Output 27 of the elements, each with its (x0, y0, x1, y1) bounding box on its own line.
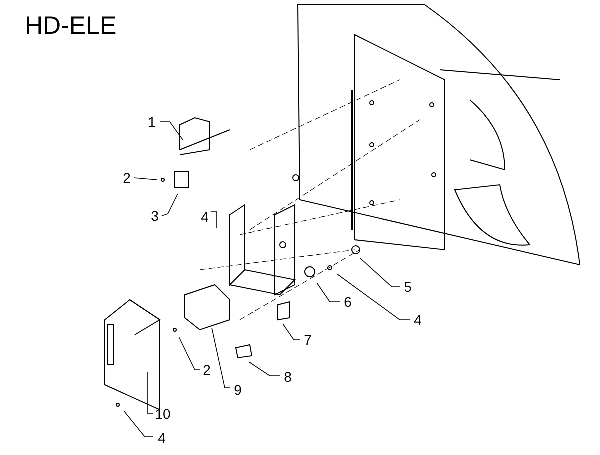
leader-line (178, 336, 200, 370)
callout-number: 8 (284, 369, 292, 385)
title: HD-ELE (25, 12, 117, 41)
leader-line (160, 122, 184, 140)
callout-number: 2 (203, 362, 211, 378)
callout-number: 10 (155, 406, 171, 422)
callout-number: 4 (201, 209, 209, 225)
leader-line (124, 410, 154, 438)
leader-line (248, 362, 280, 376)
callout-number: 7 (304, 332, 312, 348)
callout-number: 4 (414, 312, 422, 328)
callout-number: 3 (151, 208, 159, 224)
leader-line (282, 324, 300, 340)
callout-number: 1 (148, 114, 156, 130)
callout-number: 2 (123, 170, 131, 186)
leader-line (134, 178, 158, 180)
leader-line (210, 212, 218, 228)
callout-number: 9 (234, 382, 242, 398)
leader-line (336, 274, 410, 320)
leader-line (212, 328, 230, 388)
callout-number: 6 (344, 294, 352, 310)
callout-number: 4 (158, 430, 166, 446)
leader-line (162, 194, 178, 216)
leader-line (360, 258, 400, 288)
leader-line (148, 372, 154, 414)
leader-line (316, 282, 340, 302)
callout-number: 5 (404, 279, 412, 295)
